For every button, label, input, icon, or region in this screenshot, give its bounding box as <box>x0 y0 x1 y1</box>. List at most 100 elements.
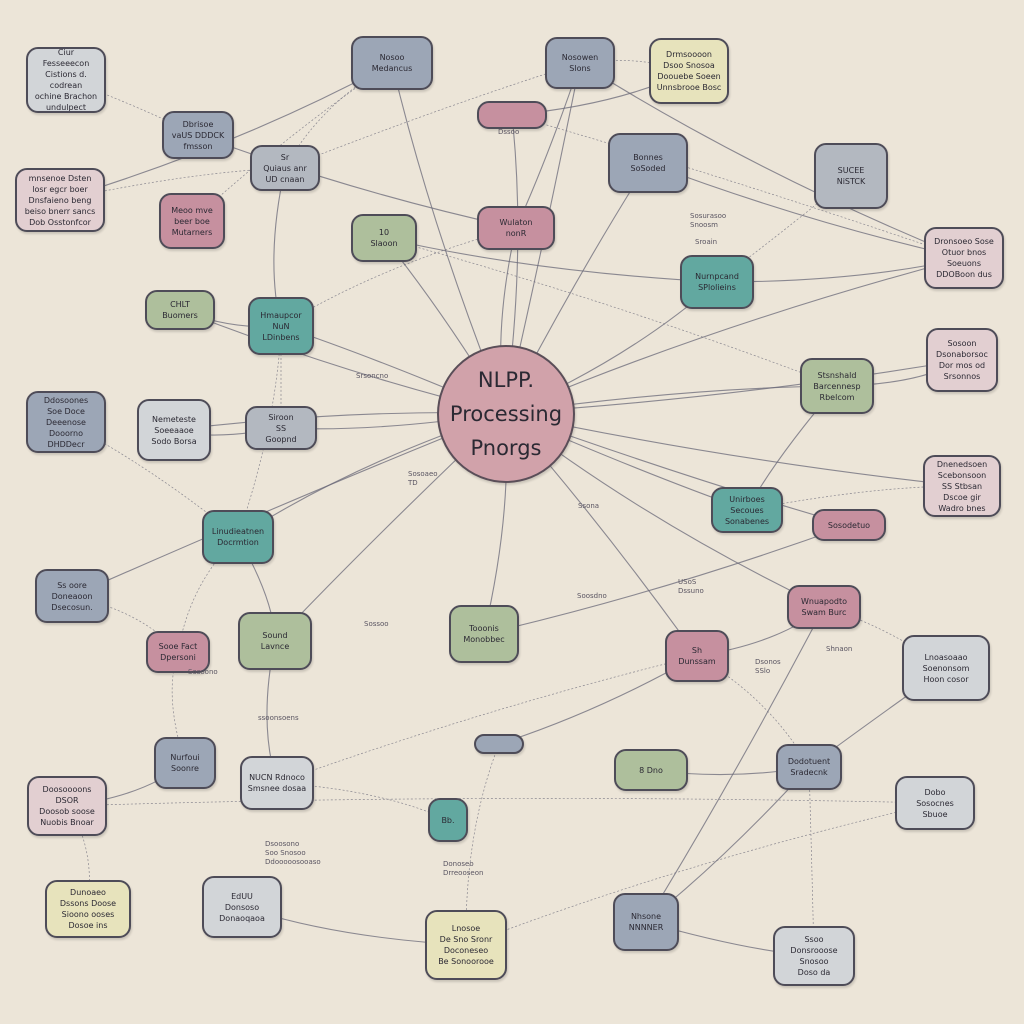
edge-annotation: Srsoncno <box>356 372 389 380</box>
diagram-node[interactable]: Dobo Sosocnes Sbuoe <box>895 776 975 830</box>
node-label: Sosoon Dsonaborsoc Dor mos od Srsonnos <box>936 339 988 381</box>
diagram-node[interactable]: Dodotuent Sradecnk <box>776 744 842 790</box>
node-label: Sound Lavnce <box>260 631 290 651</box>
diagram-node[interactable] <box>474 734 524 754</box>
node-label: mnsenoe Dsten losr egcr boer Dnsfaieno b… <box>24 173 96 227</box>
central-node-label: NLPP. Processing Pnorgs <box>449 368 563 460</box>
node-label: Dunoaeo Dssons Doose Sioono ooses Dosoe … <box>59 888 117 930</box>
diagram-node[interactable]: Wnuapodto Swam Burc <box>787 585 861 629</box>
diagram-node[interactable]: Dronsoeo Sose Otuor bnos Soeuons DDOBoon… <box>924 227 1004 289</box>
diagram-node[interactable] <box>477 101 547 129</box>
diagram-node[interactable]: Sosoon Dsonaborsoc Dor mos od Srsonnos <box>926 328 998 392</box>
diagram-node[interactable]: Ciur Fesseeecon Cistions d. codrean ochi… <box>26 47 106 113</box>
diagram-node[interactable]: Lnoasoaao Soenonsom Hoon cosor <box>902 635 990 701</box>
edge-annotation: Soosdno <box>577 592 607 600</box>
node-label: Dronsoeo Sose Otuor bnos Soeuons DDOBoon… <box>934 237 994 279</box>
diagram-node[interactable]: Sosodetuo <box>812 509 886 541</box>
diagram-node[interactable]: Bonnes SoSoded <box>608 133 688 193</box>
node-label: Nurnpcand SPlolieins <box>695 272 739 292</box>
node-label: SUCEE NiSTCK <box>836 166 866 186</box>
edge-annotation: Donoseo Drreooseon <box>443 860 484 877</box>
node-label: Sosodetuo <box>827 520 871 530</box>
connector-line <box>66 798 936 807</box>
diagram-node[interactable]: Nurfoui Soonre <box>154 737 216 789</box>
diagram-node[interactable]: Sr Quiaus anr UD cnaan <box>250 145 320 191</box>
diagram-node[interactable]: Linudieatnen Docrmtion <box>202 510 274 564</box>
node-label: Nurfoui Soonre <box>170 753 200 773</box>
node-label: Hmaupcor NuN LDinbens <box>260 310 302 342</box>
diagram-node[interactable]: Bb. <box>428 798 468 842</box>
diagram-node[interactable]: Ddosoones Soe Doce Deeenose Dooorno DHDD… <box>26 391 106 453</box>
edge-annotation: Dssoo <box>498 128 520 136</box>
diagram-node[interactable]: Nosowen Slons <box>545 37 615 89</box>
edge-annotation: Shnaon <box>826 645 853 653</box>
edge-annotation: Sroain <box>695 238 718 246</box>
node-label: Ddosoones Soe Doce Deeenose Dooorno DHDD… <box>43 395 89 449</box>
diagram-node[interactable]: Siroon SS Goopnd <box>245 406 317 450</box>
connector-line <box>383 237 838 387</box>
node-label: CHLT Buomers <box>162 300 198 320</box>
diagram-node[interactable]: Doosoooons DSOR Doosob soose Nuobis Bnoa… <box>27 776 107 836</box>
diagram-node[interactable]: CHLT Buomers <box>145 290 215 330</box>
node-label: Dobo Sosocnes Sbuoe <box>916 787 954 819</box>
diagram-node[interactable]: Sooe Fact Dpersoni <box>146 631 210 673</box>
diagram-node[interactable]: Nurnpcand SPlolieins <box>680 255 754 309</box>
connector-line <box>746 485 963 511</box>
node-label: Ciur Fesseeecon Cistions d. codrean ochi… <box>34 48 98 112</box>
central-node-nlp-processing[interactable]: NLPP. Processing Pnorgs <box>437 345 575 483</box>
diagram-node[interactable]: SUCEE NiSTCK <box>814 143 888 209</box>
diagram-node[interactable]: Tooonis Monobbec <box>449 605 519 663</box>
node-label: Nosowen Slons <box>561 53 599 73</box>
node-label: Bb. <box>441 815 455 825</box>
edge-annotation: Ssona <box>578 502 600 510</box>
connector-line <box>383 237 718 283</box>
diagram-node[interactable]: Dunoaeo Dssons Doose Sioono ooses Dosoe … <box>45 880 131 938</box>
diagram-node[interactable]: Stsnshald Barcennesp Rbelcom <box>800 358 874 414</box>
diagram-node[interactable]: Nemeteste Soeeaaoe Sodo Borsa <box>137 399 211 461</box>
diagram-node[interactable]: Meoo mve beer boe Mutarners <box>159 193 225 249</box>
diagram-node[interactable]: Sh Dunssam <box>665 630 729 682</box>
edge-annotation: Sosoono <box>188 668 218 676</box>
node-label: Lnoasoaao Soenonsom Hoon cosor <box>922 652 970 684</box>
connector-line <box>579 62 965 259</box>
diagram-node[interactable]: Nosoo Medancus <box>351 36 433 90</box>
edge-annotation: Sosurasoo Snoosm <box>690 212 727 229</box>
node-label: Dbrisoe vaUS DDDCK fmsson <box>171 119 225 151</box>
edge-annotation: USoS Dssuno <box>678 578 704 595</box>
diagram-node[interactable]: NUCN Rdnoco Smsnee dosaa <box>240 756 314 810</box>
node-label: Nosoo Medancus <box>371 53 413 73</box>
diagram-node[interactable]: mnsenoe Dsten losr egcr boer Dnsfaieno b… <box>15 168 105 232</box>
node-label: 8 Dno <box>639 765 663 775</box>
node-label: EdUU Donsoso Donaoqaoa <box>219 891 265 923</box>
node-label: Unirboes Secoues Sonabenes <box>724 494 770 526</box>
connector-line <box>511 114 965 259</box>
diagram-node[interactable]: Lnosoe De Sno Sronr Doconeseo Be Sonooro… <box>425 910 507 980</box>
diagram-node[interactable]: Nhsone NNNNER <box>613 893 679 951</box>
edge-annotation: ssoonsoens <box>258 714 299 722</box>
node-label: Meoo mve beer boe Mutarners <box>171 205 213 237</box>
diagram-node[interactable]: 10 Slaoon <box>351 214 417 262</box>
node-label: Dnenedsoen Scebonsoon SS Stbsan Dscoe gi… <box>936 459 988 513</box>
node-label: Wnuapodto Swam Burc <box>800 597 848 617</box>
diagram-node[interactable]: Drmsoooon Dsoo Snosoa Doouebe Soeen Unns… <box>649 38 729 104</box>
diagram-node[interactable]: Ss oore Doneaoon Dsecosun. <box>35 569 109 623</box>
connector-line <box>483 524 850 635</box>
node-label: Ssoo Donsrooose Snosoo Doso da <box>790 935 838 977</box>
node-label: Drmsoooon Dsoo Snosoa Doouebe Soeen Unns… <box>656 50 722 92</box>
connector-line <box>276 782 449 821</box>
diagram-node[interactable]: 8 Dno <box>614 749 688 791</box>
diagram-node[interactable]: Sound Lavnce <box>238 612 312 670</box>
diagram-node[interactable]: Wulaton nonR <box>477 206 555 250</box>
node-label: Wulaton nonR <box>499 218 533 238</box>
diagram-node[interactable]: Dbrisoe vaUS DDDCK fmsson <box>162 111 234 159</box>
node-label: Dodotuent Sradecnk <box>787 757 831 777</box>
connector-line <box>197 134 517 229</box>
diagram-node[interactable]: Hmaupcor NuN LDinbens <box>248 297 314 355</box>
edge-annotation: Sosoaeo TD <box>408 470 438 487</box>
node-label: NUCN Rdnoco Smsnee dosaa <box>247 773 307 793</box>
diagram-node[interactable]: Dnenedsoen Scebonsoon SS Stbsan Dscoe gi… <box>923 455 1001 517</box>
diagram-node[interactable]: Ssoo Donsrooose Snosoo Doso da <box>773 926 855 986</box>
diagram-node[interactable]: EdUU Donsoso Donaoqaoa <box>202 876 282 938</box>
node-label: Sh Dunssam <box>678 646 716 666</box>
diagram-node[interactable]: Unirboes Secoues Sonabenes <box>711 487 783 533</box>
